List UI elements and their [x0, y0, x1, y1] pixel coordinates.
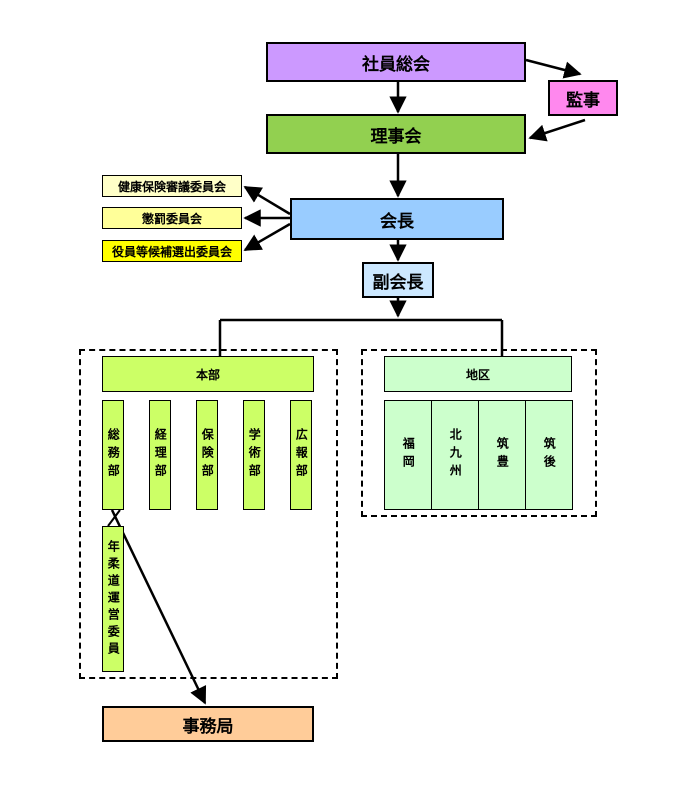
region-label: 北九州 [448, 428, 463, 482]
dept-label: 総務部 [106, 428, 121, 482]
general-meeting-box: 社員総会 [266, 42, 526, 82]
vice-president-label: 副会長 [372, 272, 424, 293]
arrow-to-committee-1 [243, 185, 291, 216]
president-box: 会長 [290, 198, 504, 240]
secretariat-label: 事務局 [182, 716, 234, 737]
committee-box: 懲罰委員会 [102, 207, 242, 229]
honbu-label: 本部 [195, 367, 220, 382]
arrow-audit-to-board [528, 118, 586, 142]
president-label: 会長 [380, 211, 414, 232]
region-box: 筑豊 [478, 400, 526, 510]
region-label: 筑後 [542, 437, 557, 473]
committee-box: 健康保険審議委員会 [102, 175, 242, 197]
board-box: 理事会 [266, 114, 526, 154]
audit-label: 監事 [566, 90, 600, 111]
dept-label: 保険部 [200, 428, 215, 482]
audit-box: 監事 [548, 80, 618, 116]
region-box: 北九州 [431, 400, 479, 510]
dept-box: 学術部 [243, 400, 265, 510]
link-soumu-to-subcommittee [107, 509, 121, 527]
vice-president-box: 副会長 [362, 262, 434, 298]
honbu-header: 本部 [102, 356, 314, 392]
region-label: 筑豊 [495, 437, 510, 473]
honbu-group [79, 349, 338, 679]
general-meeting-label: 社員総会 [362, 54, 430, 75]
arrow-soumu-to-secretariat [110, 509, 207, 705]
dept-box: 保険部 [196, 400, 218, 510]
sub-committee-label: 年柔道運営委員 [106, 539, 121, 659]
dept-label: 学術部 [247, 428, 262, 482]
region-box: 筑後 [525, 400, 573, 510]
region-box: 福岡 [384, 400, 432, 510]
chiku-label: 地区 [465, 367, 490, 382]
committee-label: 健康保険審議委員会 [117, 179, 226, 194]
committee-label: 懲罰委員会 [141, 211, 202, 226]
dept-label: 経理部 [153, 428, 168, 482]
dept-box: 総務部 [102, 400, 124, 510]
committee-box: 役員等候補選出委員会 [102, 240, 242, 262]
dept-box: 広報部 [290, 400, 312, 510]
dept-label: 広報部 [294, 428, 309, 482]
sub-committee-box: 年柔道運営委員 [102, 526, 124, 672]
chiku-group [361, 349, 597, 517]
secretariat-box: 事務局 [102, 706, 314, 742]
board-label: 理事会 [370, 126, 422, 147]
arrow-meeting-to-audit [525, 58, 582, 79]
region-label: 福岡 [401, 437, 416, 473]
dept-box: 経理部 [149, 400, 171, 510]
committee-label: 役員等候補選出委員会 [111, 244, 232, 259]
chiku-header: 地区 [384, 356, 572, 392]
arrow-to-committee-3 [243, 222, 291, 252]
